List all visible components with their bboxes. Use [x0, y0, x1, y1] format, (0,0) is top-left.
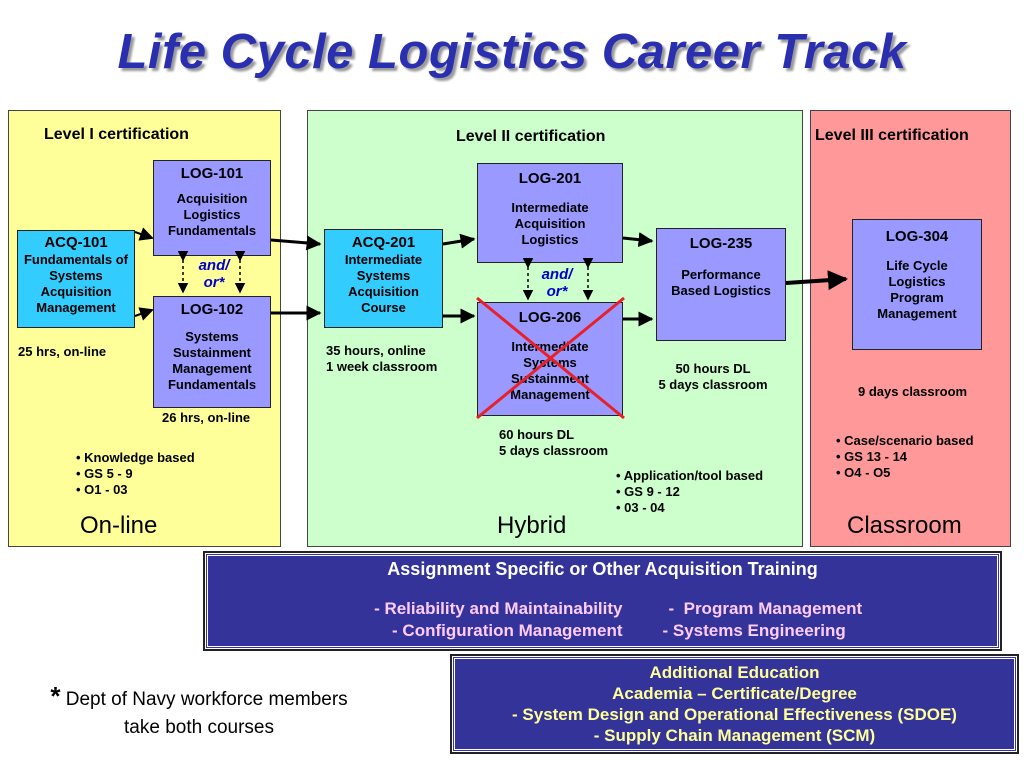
- course-description: Intermediate Systems Acquisition Course: [344, 252, 423, 315]
- additional-line: - Supply Chain Management (SCM): [593, 726, 876, 745]
- arrow-log201-log235: [622, 232, 654, 248]
- course-description: Systems Sustainment Management Fundament…: [167, 329, 257, 392]
- course-code: ACQ-201: [351, 234, 416, 251]
- cross-out-log-206: [476, 296, 625, 420]
- arrow-log101-acq201: [270, 235, 322, 251]
- arrow-log235-log304: [785, 270, 848, 291]
- footnote-text-1: Dept of Navy workforce members: [65, 689, 348, 710]
- assignment-item: - Systems Engineering: [662, 621, 846, 640]
- course-description: Intermediate Acquisition Logistics: [511, 200, 589, 247]
- and-or-line-1: and/: [541, 266, 573, 283]
- classroom-label: Classroom: [847, 512, 962, 539]
- footnote-star: *: [50, 681, 61, 711]
- footnote: * Dept of Navy workforce members take bo…: [40, 682, 358, 742]
- duration-line-1: 60 hours DL: [499, 427, 575, 442]
- assignment-heading: Assignment Specific or Other Acquisition…: [387, 559, 818, 579]
- additional-line: - System Design and Operational Effectiv…: [512, 705, 957, 724]
- course-log-102: LOG-102 Systems Sustainment Management F…: [153, 296, 271, 408]
- and-or-line-2: or*: [546, 283, 568, 300]
- attribute-item: GS 13 - 14: [836, 449, 974, 465]
- arrow-acq201-log201: [442, 233, 476, 249]
- footnote-text-2: take both courses: [124, 717, 274, 738]
- level-1-heading: Level I certification: [44, 126, 189, 143]
- course-code: LOG-101: [180, 165, 244, 182]
- attribute-item: O1 - 03: [76, 482, 195, 498]
- duration-acq-101: 25 hrs, on-line: [18, 344, 107, 359]
- arrow-acq101-log102: [134, 307, 154, 321]
- assignment-training-box: Assignment Specific or Other Acquisition…: [203, 551, 1002, 651]
- course-code: ACQ-101: [44, 234, 108, 251]
- level-3-heading: Level III certification: [815, 127, 969, 144]
- course-log-304: LOG-304 Life Cycle Logistics Program Man…: [852, 219, 982, 350]
- online-label: On-line: [80, 512, 158, 539]
- attribute-item: O4 - O5: [836, 465, 974, 481]
- course-code: LOG-201: [518, 170, 582, 187]
- course-log-101: LOG-101 Acquisition Logistics Fundamenta…: [153, 160, 271, 256]
- course-code: LOG-304: [885, 228, 949, 245]
- course-description: Performance Based Logistics: [671, 267, 771, 298]
- additional-line: Academia – Certificate/Degree: [612, 684, 857, 703]
- attribute-item: GS 5 - 9: [76, 466, 195, 482]
- and-or-line-2: or*: [203, 274, 225, 291]
- duration-line-1: 35 hours, online: [326, 343, 426, 358]
- course-description: Fundamentals of Systems Acquisition Mana…: [23, 252, 128, 315]
- course-description: Life Cycle Logistics Program Management: [877, 258, 957, 321]
- level-2-heading: Level II certification: [456, 128, 606, 145]
- dashed-connector-level-1: [177, 251, 246, 294]
- page-title: Life Cycle Logistics Career Track: [117, 25, 907, 79]
- course-log-201: LOG-201 Intermediate Acquisition Logisti…: [477, 163, 623, 263]
- course-code: LOG-102: [180, 301, 244, 318]
- level-2-attributes: Application/tool based GS 9 - 12 03 - 04: [616, 468, 763, 516]
- attribute-item: Knowledge based: [76, 450, 195, 466]
- course-code: LOG-206: [518, 309, 582, 326]
- duration-acq-201: 35 hours, online 1 week classroom: [326, 343, 437, 375]
- duration-log-206: 60 hours DL 5 days classroom: [499, 427, 608, 459]
- duration-line-1: 50 hours DL: [675, 361, 751, 376]
- assignment-item: - Program Management: [668, 599, 863, 618]
- course-acq-201: ACQ-201 Intermediate Systems Acquisition…: [324, 229, 443, 328]
- attribute-item: Case/scenario based: [836, 433, 973, 449]
- course-code: LOG-235: [689, 235, 753, 252]
- course-acq-101: ACQ-101 Fundamentals of Systems Acquisit…: [17, 230, 135, 328]
- attribute-item: 03 - 04: [616, 500, 763, 516]
- assignment-item: - Configuration Management: [392, 621, 623, 640]
- duration-log-102: 26 hrs, on-line: [162, 410, 251, 425]
- duration-log-235: 50 hours DL 5 days classroom: [653, 361, 773, 393]
- level-1-attributes: Knowledge based GS 5 - 9 O1 - 03: [76, 450, 195, 498]
- duration-line-2: 5 days classroom: [658, 377, 768, 392]
- duration-line-2: 5 days classroom: [499, 443, 609, 458]
- attribute-item: Application/tool based: [616, 468, 763, 484]
- course-log-235: LOG-235 Performance Based Logistics: [656, 228, 786, 341]
- assignment-item: - Reliability and Maintainability: [374, 599, 623, 618]
- additional-heading: Additional Education: [649, 663, 820, 682]
- attribute-item: GS 9 - 12: [616, 484, 763, 500]
- assignment-row-1: - Reliability and Maintainability - Prog…: [208, 598, 997, 620]
- and-or-label-level-2: and/ or*: [535, 266, 579, 300]
- duration-log-304: 9 days classroom: [858, 384, 968, 399]
- course-description: Acquisition Logistics Fundamentals: [167, 191, 257, 238]
- assignment-row-2: - Configuration Management - Systems Eng…: [208, 620, 997, 642]
- arrow-acq101-log101: [134, 227, 154, 241]
- level-3-attributes: Case/scenario based GS 13 - 14 O4 - O5: [836, 433, 974, 481]
- duration-line-2: 1 week classroom: [326, 359, 438, 374]
- additional-education-box: Additional Education Academia – Certific…: [450, 654, 1019, 754]
- and-or-label-level-1: and/ or*: [192, 257, 236, 291]
- dashed-connector-level-2: [522, 258, 594, 301]
- hybrid-label: Hybrid: [497, 512, 567, 539]
- and-or-line-1: and/: [198, 257, 230, 274]
